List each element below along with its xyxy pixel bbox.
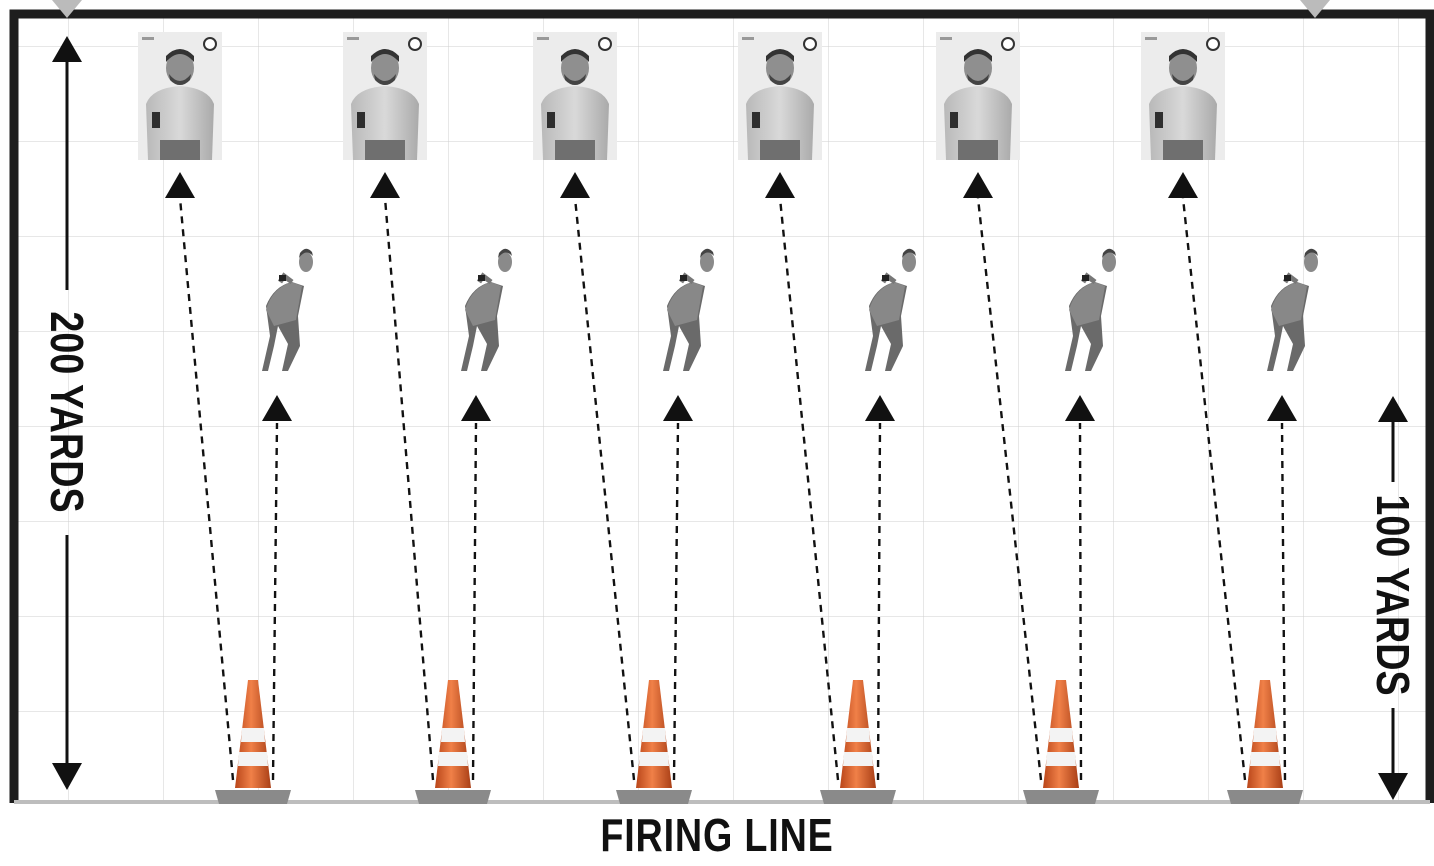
distance-200-indicator: 200 YARDS — [41, 36, 93, 790]
firing-line-label: FIRING LINE — [600, 809, 834, 861]
corner-marker-right — [1300, 0, 1330, 18]
far-target — [343, 32, 427, 160]
sight-line-far — [383, 197, 435, 781]
arrow-up-icon — [1065, 395, 1095, 421]
lanes — [138, 32, 1318, 804]
lane — [138, 32, 313, 804]
lane — [738, 32, 916, 804]
arrow-up-icon — [1267, 395, 1297, 421]
near-target — [1065, 248, 1116, 371]
sight-line-far — [1181, 197, 1247, 781]
traffic-cone-icon — [616, 680, 692, 804]
traffic-cone-icon — [820, 680, 896, 804]
lane — [1141, 32, 1318, 804]
arrow-up-icon — [560, 172, 590, 198]
far-target — [738, 32, 822, 160]
sight-line-far — [573, 197, 636, 781]
lane — [936, 32, 1116, 804]
arrow-up-icon — [370, 172, 400, 198]
sight-line-far — [976, 197, 1043, 781]
near-target — [461, 248, 512, 371]
arrow-up-icon — [765, 172, 795, 198]
distance-100-label: 100 YARDS — [1367, 494, 1418, 695]
traffic-cone-icon — [415, 680, 491, 804]
arrow-up-icon — [865, 395, 895, 421]
distance-100-indicator: 100 YARDS — [1367, 396, 1419, 800]
traffic-cone-icon — [215, 680, 291, 804]
far-target — [936, 32, 1020, 160]
arrow-down-icon — [52, 763, 82, 790]
lane — [533, 32, 714, 804]
lane — [343, 32, 512, 804]
corner-marker-left — [52, 0, 82, 18]
sight-line-far — [778, 197, 840, 781]
near-target — [1267, 248, 1318, 371]
range-border — [9, 9, 1434, 803]
traffic-cone-icon — [1227, 680, 1303, 804]
arrow-up-icon — [165, 172, 195, 198]
far-target — [533, 32, 617, 160]
arrow-up-icon — [663, 395, 693, 421]
arrow-up-icon — [963, 172, 993, 198]
near-target — [262, 248, 313, 371]
arrow-up-icon — [52, 36, 82, 62]
arrow-up-icon — [461, 395, 491, 421]
sight-line-far — [178, 197, 235, 781]
near-target — [663, 248, 714, 371]
traffic-cone-icon — [1023, 680, 1099, 804]
arrow-up-icon — [262, 395, 292, 421]
near-target — [865, 248, 916, 371]
arrow-down-icon — [1378, 773, 1408, 800]
far-target — [138, 32, 222, 160]
far-target — [1141, 32, 1225, 160]
arrow-up-icon — [1168, 172, 1198, 198]
distance-200-label: 200 YARDS — [41, 311, 92, 512]
arrow-up-icon — [1378, 396, 1408, 422]
